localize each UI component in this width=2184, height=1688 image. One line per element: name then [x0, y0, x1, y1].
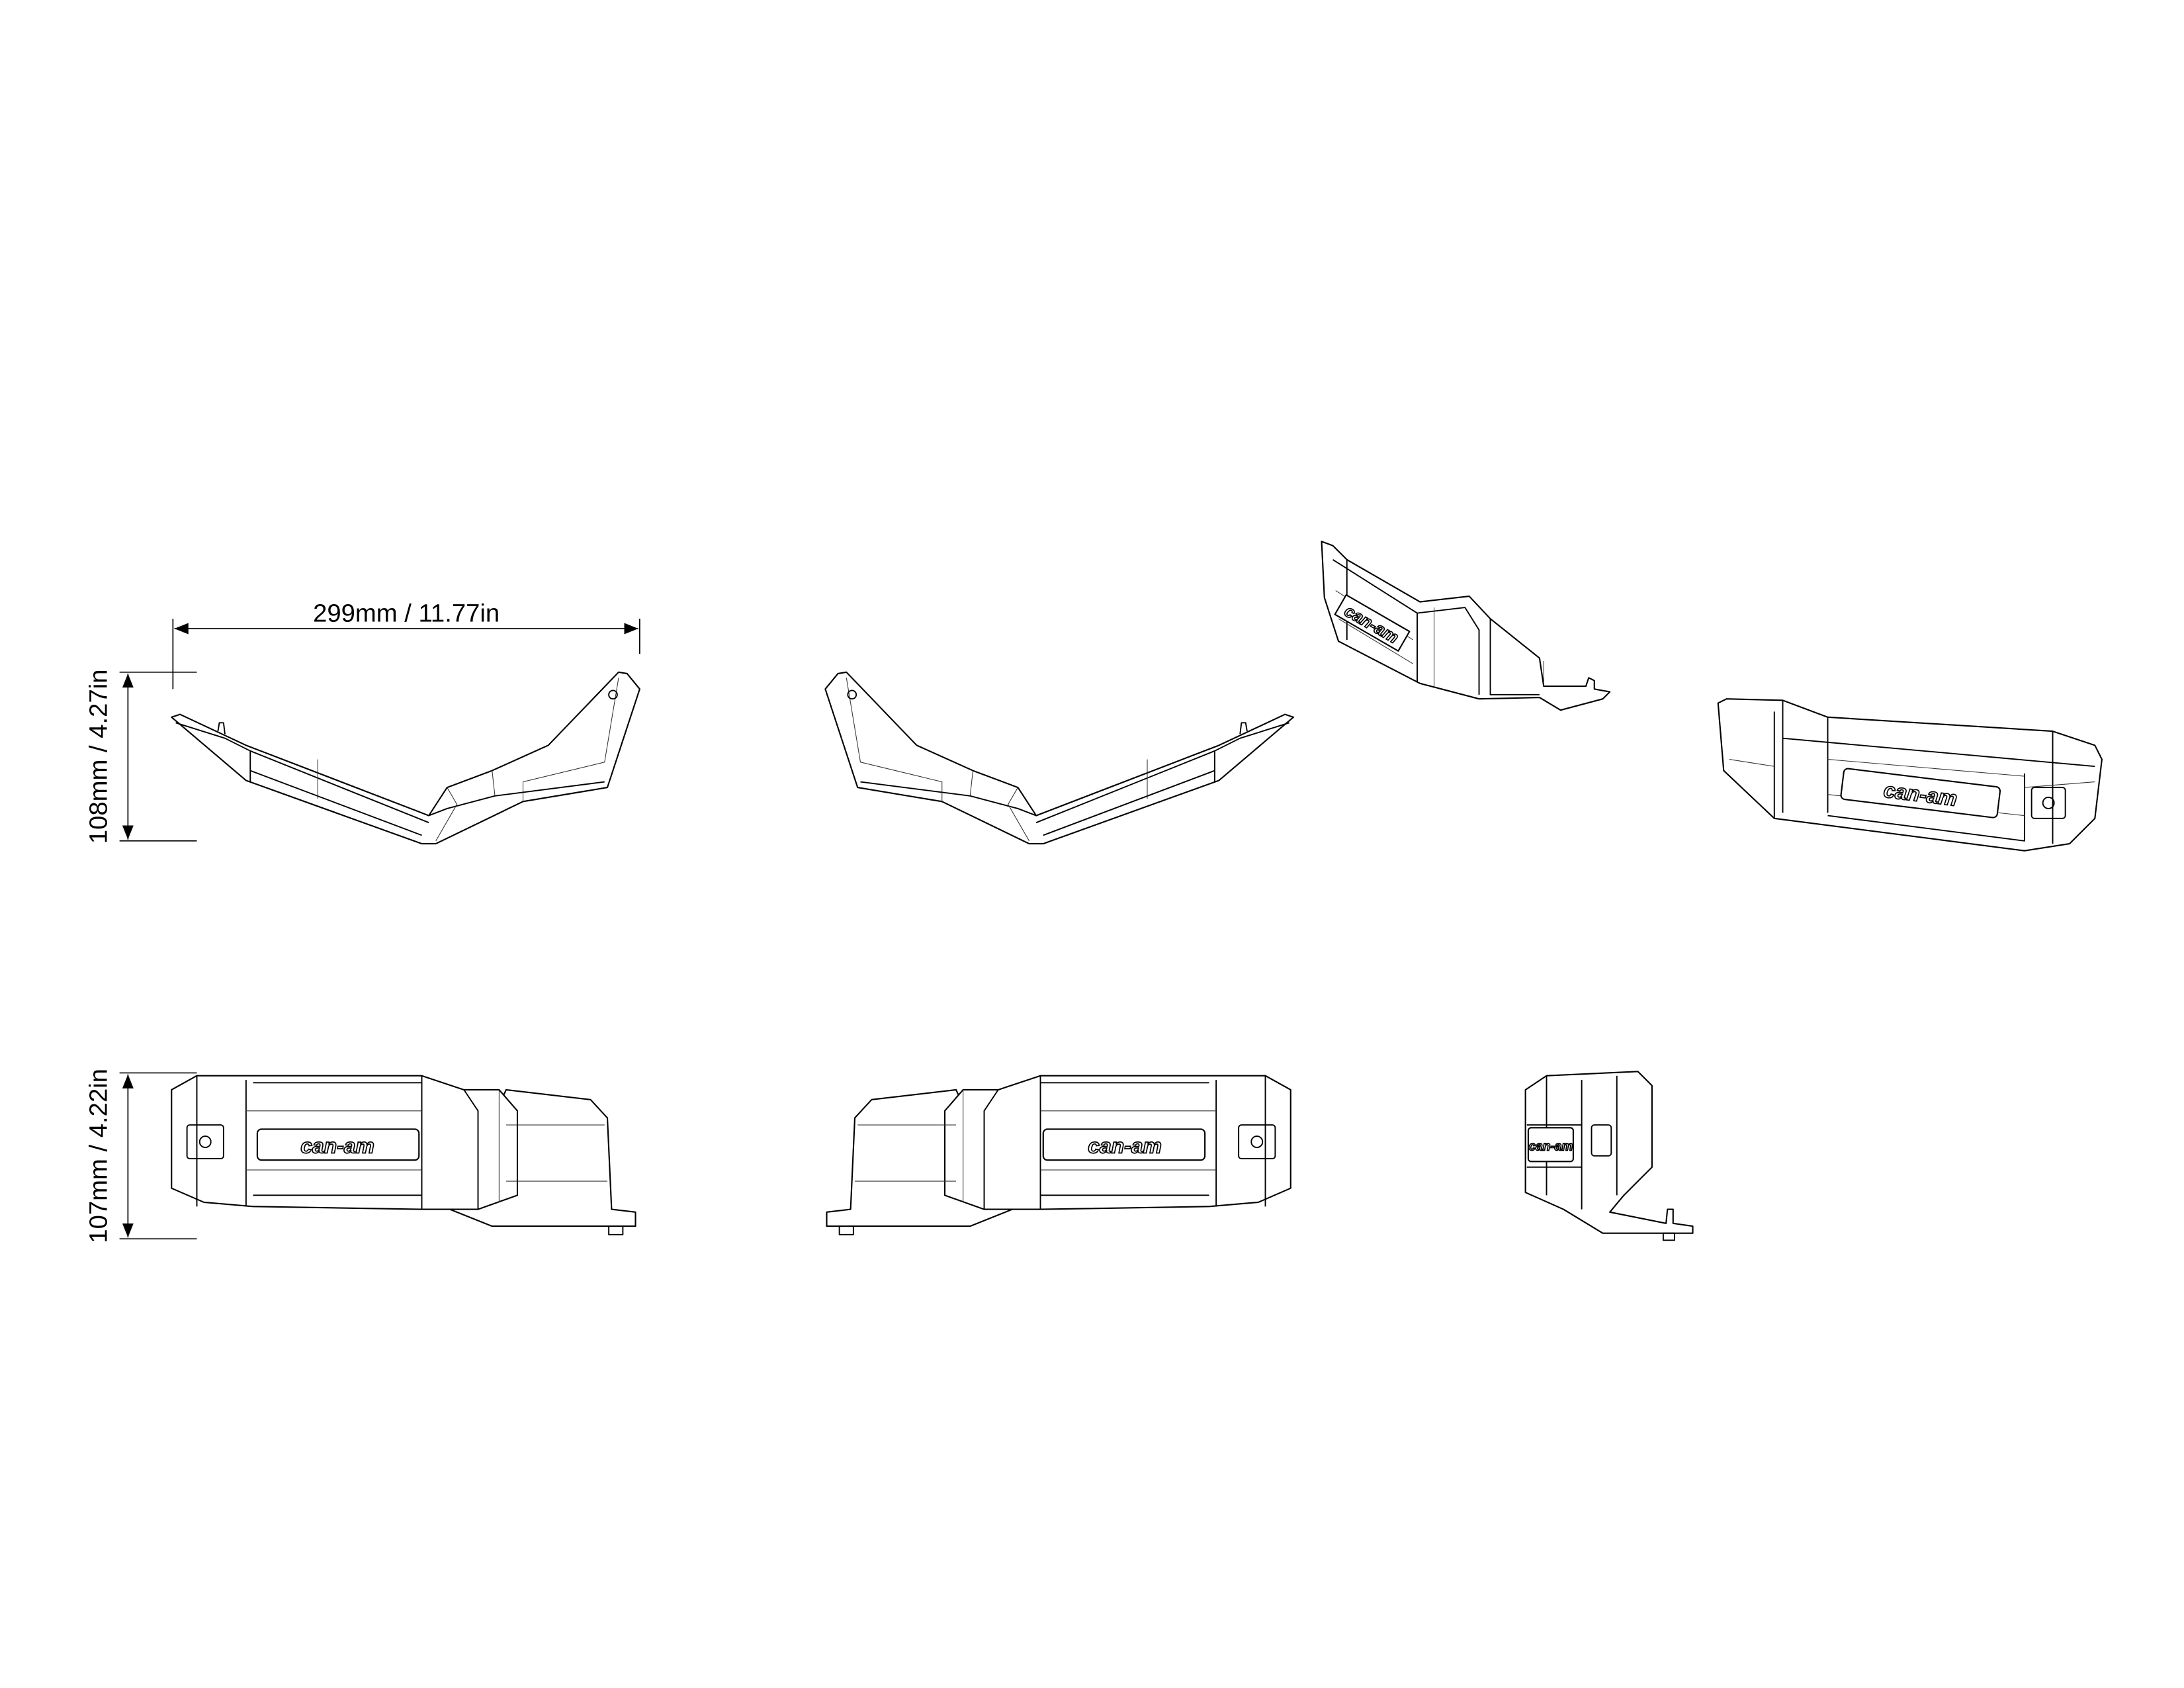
logo-text: can-am [300, 1134, 374, 1158]
logo-text: can-am [1528, 1139, 1573, 1153]
height-dimension-front: 107mm / 4.22in [85, 1069, 197, 1243]
front-view-right [826, 1075, 1291, 1235]
isometric-view-1: can-am [1321, 541, 1611, 711]
width-label: 299mm / 11.77in [313, 599, 500, 627]
front-view-left: can-am [171, 1075, 636, 1235]
side-view: can-am [1524, 1071, 1694, 1241]
height-side-label: 108mm / 4.27in [85, 669, 113, 844]
width-dimension: 299mm / 11.77in [172, 599, 640, 689]
top-view-right [824, 671, 1295, 845]
top-view-left [171, 671, 640, 845]
height-front-label: 107mm / 4.22in [85, 1069, 113, 1243]
isometric-view-2: can-am [1717, 698, 2103, 852]
logo-text: can-am [1088, 1134, 1162, 1158]
height-dimension-side: 108mm / 4.27in [85, 669, 197, 844]
